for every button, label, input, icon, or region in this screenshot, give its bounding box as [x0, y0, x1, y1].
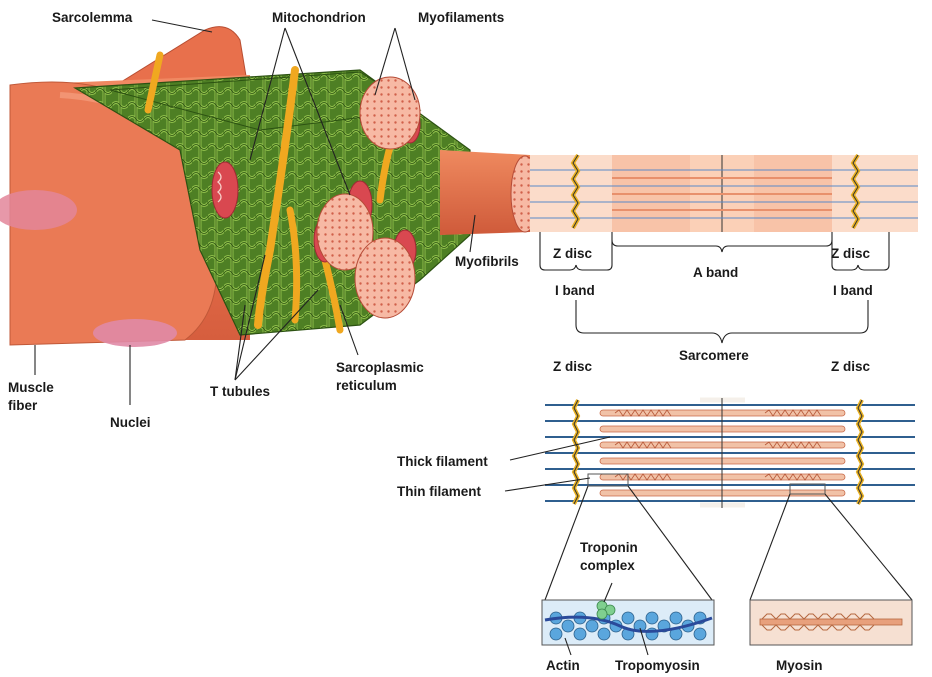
label-sarcolemma: Sarcolemma [52, 10, 133, 25]
label-tropomyosin: Tropomyosin [615, 658, 700, 673]
zoom-lines [544, 485, 913, 601]
label-i-band-right: I band [833, 283, 873, 298]
leader-lines [34, 19, 649, 656]
label-myofilaments: Myofilaments [418, 10, 504, 25]
label-mitochondrion: Mitochondrion [272, 10, 366, 25]
label-z-disc-top-left: Z disc [553, 246, 593, 261]
nucleus-shape [93, 319, 177, 347]
actin-detail [541, 599, 715, 646]
myofibril-extended [440, 150, 540, 235]
label-thin-filament: Thin filament [397, 484, 482, 499]
myosin-detail [749, 599, 913, 646]
label-t-tubules: T tubules [210, 384, 270, 399]
sarcomere-band [530, 153, 918, 232]
label-myofibrils: Myofibrils [455, 254, 519, 269]
filament-diagram [545, 397, 915, 508]
label-sarcomere: Sarcomere [679, 348, 749, 363]
band-braces [539, 232, 890, 344]
label-troponin-line2: complex [580, 558, 635, 573]
label-myosin: Myosin [776, 658, 823, 673]
label-nuclei: Nuclei [110, 415, 151, 430]
label-z-disc-mid-left: Z disc [553, 359, 593, 374]
label-z-disc-top-right: Z disc [831, 246, 871, 261]
nucleus-shape [0, 190, 77, 230]
label-a-band: A band [693, 265, 738, 280]
label-actin: Actin [546, 658, 580, 673]
label-z-disc-mid-right: Z disc [831, 359, 871, 374]
label-thick-filament: Thick filament [397, 454, 488, 469]
label-i-band-left: I band [555, 283, 595, 298]
label-troponin-line1: Troponin [580, 540, 638, 555]
label-sarcoplasmic-line1: Sarcoplasmic [336, 360, 424, 375]
label-muscle-fiber-line2: fiber [8, 398, 38, 413]
label-muscle-fiber-line1: Muscle [8, 380, 54, 395]
label-sarcoplasmic-line2: reticulum [336, 378, 397, 393]
